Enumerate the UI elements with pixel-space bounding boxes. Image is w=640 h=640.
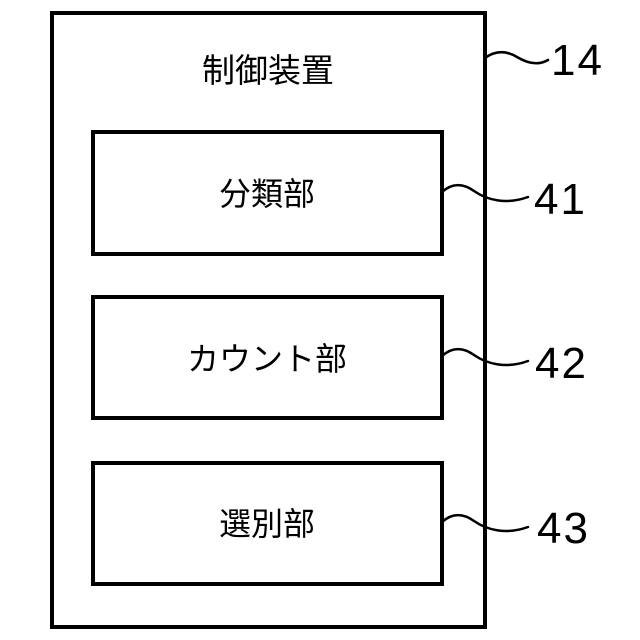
- control-device-box: [50, 11, 487, 629]
- count-unit-box: [91, 295, 444, 420]
- leader-line-ref-41: [440, 183, 530, 203]
- ref-number-14: 14: [551, 36, 604, 85]
- classification-unit-label: 分類部: [219, 176, 315, 212]
- ref-number-41: 41: [534, 175, 587, 224]
- control-device-label: 制御装置: [202, 52, 334, 89]
- ref-number-43: 43: [537, 504, 590, 553]
- ref-number-42: 42: [535, 339, 588, 388]
- leader-line-ref-14: [483, 51, 550, 65]
- leader-line-ref-43: [440, 513, 530, 533]
- sorting-unit-label: 選別部: [219, 506, 315, 542]
- sorting-unit-box: [91, 461, 444, 586]
- count-unit-label: カウント部: [187, 341, 347, 377]
- leader-line-ref-42: [440, 347, 530, 367]
